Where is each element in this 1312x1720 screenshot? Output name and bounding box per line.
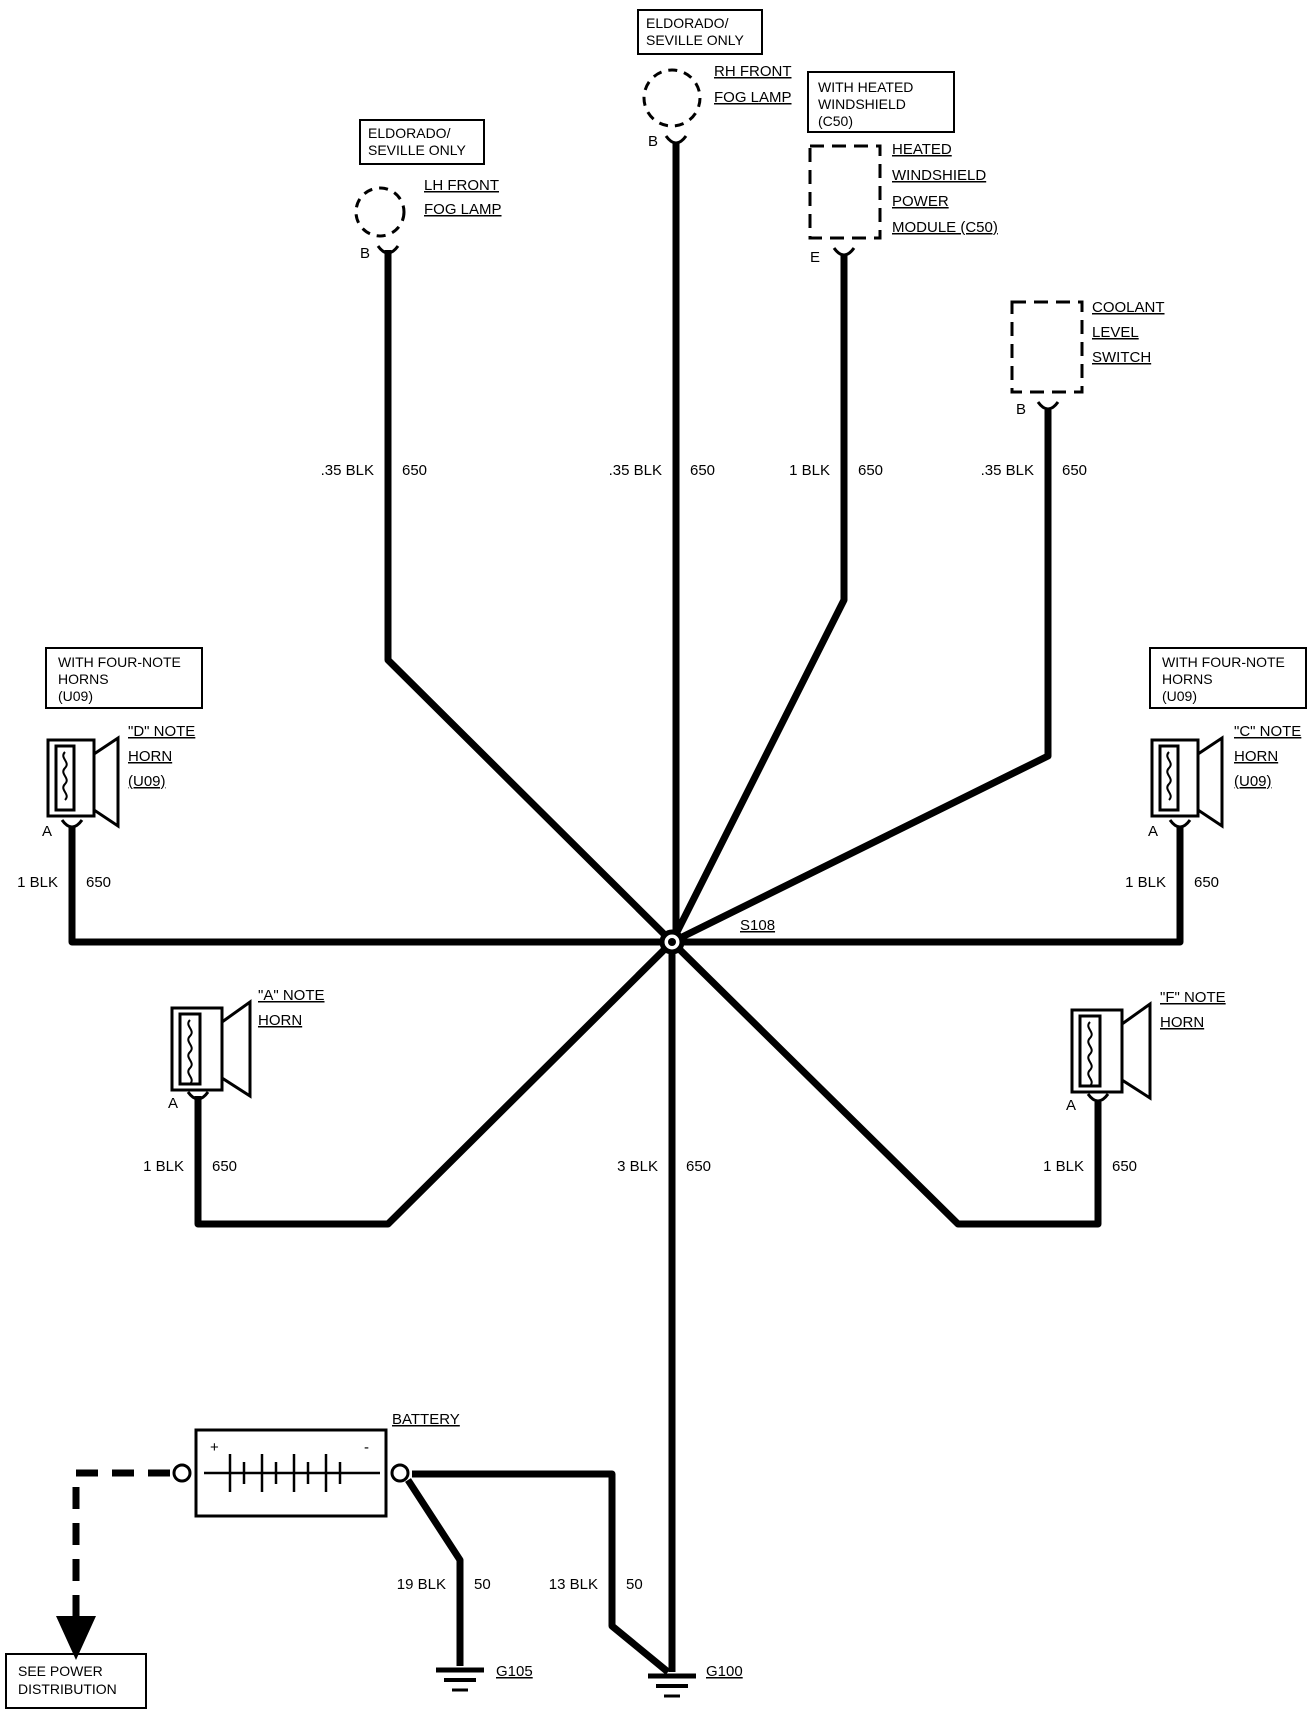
wire-circuit: 50 [626,1576,643,1593]
ground-icon [648,1673,696,1698]
horn-icon [1150,735,1224,829]
horn-icon [46,735,120,829]
connector-icon [186,1091,210,1101]
rh-fog-note: ELDORADO/SEVILLE ONLY [646,15,744,48]
wire-gauge: .35 BLK [321,462,374,479]
module-icon [808,144,882,240]
wire-labels: .35 BLK 650 .35 BLK 650 1 BLK 650 .35 BL… [17,462,1219,1593]
connector-icon [832,247,856,257]
wire-g100 [412,1470,671,1675]
battery-name: BATTERY [392,1411,460,1428]
wire-power-distribution [72,1469,170,1630]
wire-circuit: 650 [402,462,427,479]
horn-icon [170,999,252,1099]
horn-icon [1070,1001,1152,1101]
wire-f-horn [669,939,1102,1228]
wire-gauge: 1 BLK [1043,1158,1084,1175]
wire-circuit: 650 [1194,874,1219,891]
wire-gauge: 1 BLK [143,1158,184,1175]
ground-label: G105 [496,1663,533,1680]
wire-gauge: 1 BLK [1125,874,1166,891]
pin-label: B [360,245,370,262]
connector-icon [376,245,400,255]
splice-label: S108 [740,917,775,934]
wire-a-horn [194,939,675,1228]
switch-icon [1010,300,1084,394]
pin-label: A [168,1095,178,1112]
wire-gauge: 1 BLK [17,874,58,891]
wire-g105 [405,1478,464,1666]
arrow-down-icon [56,1616,96,1660]
wire-circuit: 50 [474,1576,491,1593]
battery-plus: + [210,1439,219,1456]
wire-circuit: 650 [1112,1158,1137,1175]
connector-icon [1036,401,1060,411]
battery-positive-terminal [172,1463,192,1483]
wire-gauge: 13 BLK [549,1576,598,1593]
lh-fog-note: ELDORADO/SEVILLE ONLY [368,125,466,158]
wire-d-horn [68,826,1184,946]
wire-lh-fog [384,250,675,945]
connector-icon [1086,1093,1110,1103]
ground-g105: G105 [436,1663,533,1692]
wire-circuit: 650 [686,1158,711,1175]
battery-negative-terminal [390,1463,410,1483]
pin-label: E [810,249,820,266]
wire-gauge: 1 BLK [789,462,830,479]
wire-circuit: 650 [858,462,883,479]
wire-circuit: 650 [1062,462,1087,479]
wire-gauge: .35 BLK [981,462,1034,479]
ground-g100: G100 [648,1663,743,1698]
wire-coolant [670,410,1052,946]
wires [68,142,1184,1675]
wire-gauge: 3 BLK [617,1158,658,1175]
pin-label: A [1148,823,1158,840]
wire-gauge: .35 BLK [609,462,662,479]
battery-icon [194,1428,388,1518]
battery: + - BATTERY [172,1411,460,1518]
lamp-icon [642,68,702,128]
pin-label: A [1066,1097,1076,1114]
wire-circuit: 650 [690,462,715,479]
battery-minus: - [364,1439,369,1456]
connector-icon [60,819,84,829]
splice-s108: S108 [659,917,775,955]
connector-icon [664,135,688,145]
connector-icon [1168,819,1192,829]
wire-gauge: 19 BLK [397,1576,446,1593]
wire-hwpm [668,254,848,944]
ground-label: G100 [706,1663,743,1680]
wire-circuit: 650 [86,874,111,891]
pin-label: B [648,133,658,150]
pin-label: B [1016,401,1026,418]
pin-label: A [42,823,52,840]
ground-icon [436,1667,484,1692]
wire-circuit: 650 [212,1158,237,1175]
lamp-icon [354,186,406,238]
